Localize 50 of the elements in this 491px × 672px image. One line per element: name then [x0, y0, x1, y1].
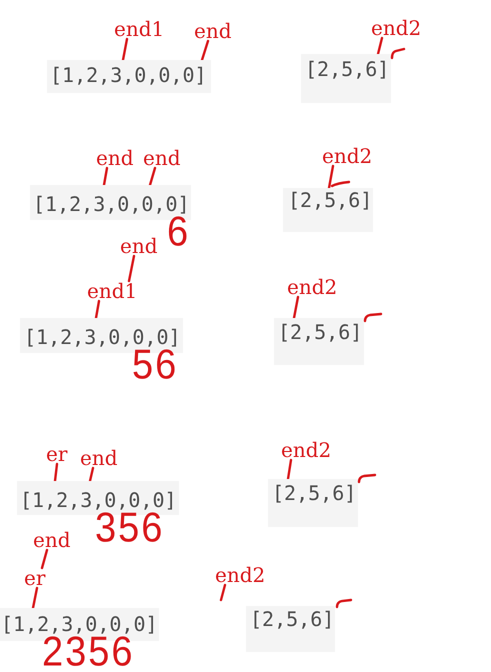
- pointer-label: er: [46, 444, 68, 464]
- handwritten-number: 2356: [42, 636, 135, 670]
- leader-line: [200, 40, 210, 62]
- leader-line: [128, 254, 136, 282]
- pointer-label: end2: [322, 146, 372, 166]
- leader-line: [88, 466, 94, 482]
- pointer-label: end1: [114, 19, 164, 39]
- handwritten-number: 6: [167, 216, 190, 250]
- leader-line: [220, 584, 226, 602]
- leader-line: [32, 586, 38, 610]
- leader-line: [94, 300, 100, 320]
- array-literal: [1,2,3,0,0,0]: [50, 63, 207, 87]
- leader-line: [122, 38, 128, 62]
- array-literal: [1,2,3,0,0,0]: [24, 325, 181, 349]
- pointer-label: end: [80, 448, 118, 468]
- array-literal: [2,5,6]: [305, 57, 390, 81]
- array-literal: [1,2,3,0,0,0]: [33, 192, 190, 216]
- pointer-label: end: [143, 148, 181, 168]
- array-literal: [2,5,6]: [272, 481, 356, 505]
- leader-line: [40, 548, 48, 570]
- handwritten-number: 56: [132, 349, 178, 382]
- array-panel: [301, 54, 391, 103]
- leader-line: [376, 36, 384, 56]
- pointer-label: end2: [281, 440, 332, 460]
- leader-line: [286, 458, 292, 480]
- array-literal: [2,5,6]: [250, 607, 334, 631]
- pointer-label: er: [24, 568, 46, 588]
- pointer-label: end2: [287, 277, 338, 297]
- leader-line: [328, 164, 334, 190]
- leader-line: [54, 462, 58, 482]
- pointer-label: end1: [87, 281, 138, 301]
- array-literal: [2,5,6]: [278, 320, 362, 344]
- array-panel: [283, 188, 373, 232]
- array-literal: [1,2,3,0,0,0]: [1, 612, 158, 636]
- pointer-label: end2: [215, 565, 266, 585]
- leader-line: [148, 166, 156, 186]
- leader-line: [292, 296, 300, 320]
- pointer-label: end: [120, 236, 158, 256]
- leader-line: [102, 166, 108, 186]
- array-panel: [268, 479, 358, 527]
- array-panel: [246, 606, 335, 652]
- pointer-label: end: [33, 530, 71, 550]
- pointer-label: end: [96, 148, 134, 168]
- pointer-label: end2: [371, 18, 422, 38]
- handwritten-number: 356: [95, 512, 164, 546]
- array-panel: [47, 60, 211, 93]
- pointer-label: end: [194, 21, 232, 41]
- array-panel: [274, 318, 364, 365]
- array-literal: [1,2,3,0,0,0]: [20, 488, 177, 512]
- array-literal: [2,5,6]: [288, 188, 372, 212]
